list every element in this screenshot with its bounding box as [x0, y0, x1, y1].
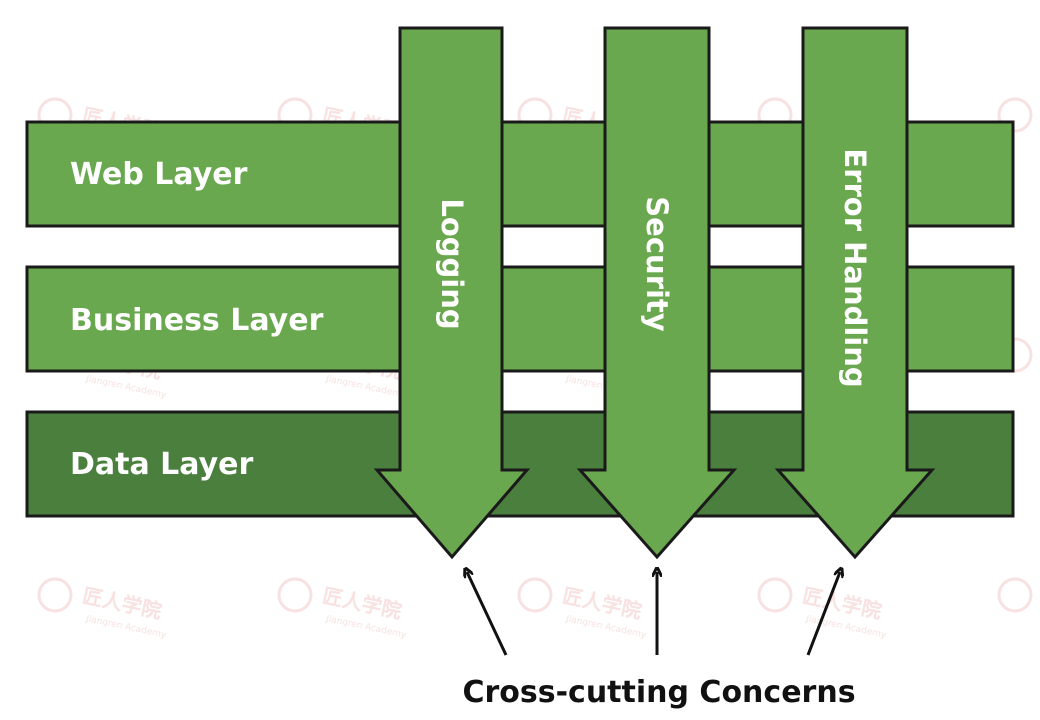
cross-cutting-caption: Cross-cutting Concerns — [462, 675, 855, 710]
layer-business-label: Business Layer — [70, 303, 324, 338]
logging-label: Logging — [435, 198, 469, 329]
logging-arrow-shape — [373, 26, 531, 560]
concern-arrow-security: Security — [576, 26, 738, 560]
security-arrow-shape — [576, 26, 738, 560]
pointer-arrow-error-handling — [806, 572, 840, 656]
error-handling-label: Error Handling — [838, 148, 872, 387]
concern-arrow-logging: Logging — [373, 26, 531, 560]
pointer-arrow-logging — [467, 572, 508, 656]
security-label: Security — [640, 196, 674, 331]
concern-arrow-error-handling: Error Handling — [774, 26, 936, 560]
error-handling-arrow-shape — [774, 26, 936, 560]
layer-web-label: Web Layer — [70, 157, 248, 192]
layer-data-label: Data Layer — [70, 447, 254, 482]
